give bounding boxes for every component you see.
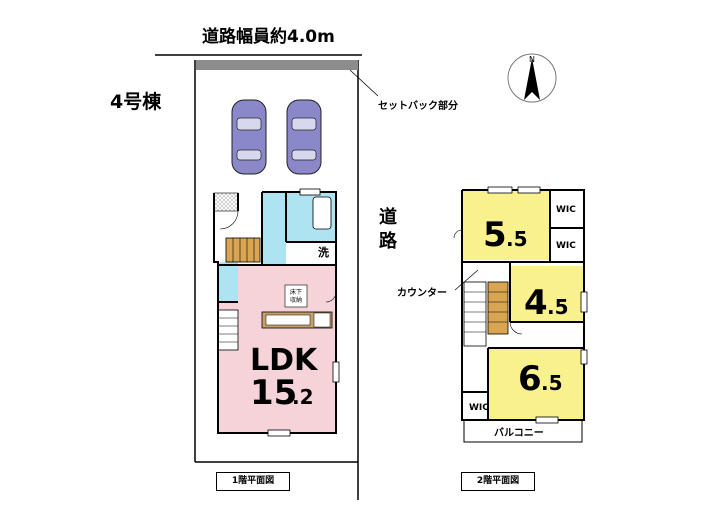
bedroom-5-5-size-main: 5: [483, 215, 507, 255]
underfloor-storage-box: [284, 284, 308, 308]
road-side-char-1: 道: [379, 207, 397, 228]
door-swing: [325, 291, 337, 303]
window: [267, 429, 291, 437]
bedroom-5-5: [462, 190, 550, 260]
road-side-label: 道 路: [378, 206, 398, 254]
ldk-size-main: 15: [250, 373, 297, 413]
window: [332, 361, 340, 383]
car-icon: [231, 99, 267, 175]
kitchen-counter-top: [265, 314, 311, 326]
window: [580, 291, 588, 313]
floor2-caption: 2階平面図: [461, 472, 535, 491]
door-swing: [453, 229, 463, 239]
counter-label: カウンター: [397, 288, 447, 299]
bedroom-6-5-size-main: 6: [518, 359, 542, 399]
north-compass-icon: N: [507, 53, 557, 103]
underfloor-storage-label-2: 収納: [290, 296, 302, 304]
door-swing: [509, 321, 523, 335]
toilet-area: [218, 262, 238, 302]
site-boundary: [155, 54, 362, 500]
door-swing: [219, 210, 239, 230]
floor1-caption: 1階平面図: [216, 472, 290, 491]
compass-letter: N: [529, 55, 535, 64]
setback-label: セットバック部分: [378, 101, 458, 112]
window: [299, 188, 321, 196]
ldk-name-label: LDK: [250, 343, 319, 378]
setback-strip: [196, 60, 358, 70]
balcony-label: バルコニー: [494, 427, 544, 439]
window: [580, 349, 588, 365]
counter-leader-line: [454, 269, 479, 291]
stairs-lower: [217, 309, 239, 351]
bedroom-4-5: [510, 266, 584, 322]
window: [517, 186, 541, 194]
wic-label: WIC: [469, 403, 489, 413]
bathtub: [312, 196, 332, 230]
car-icon: [286, 99, 322, 175]
ldk-size-decimal: .2: [292, 385, 314, 409]
underfloor-storage-label-1: 床下: [290, 288, 302, 296]
stairs-2f-lower: [463, 281, 487, 347]
stove: [313, 312, 331, 328]
wic-label: WIC: [556, 241, 576, 251]
bedroom-6-5: [488, 348, 584, 420]
stairs-2f: [487, 281, 509, 335]
building-number-label: 4号棟: [110, 91, 162, 113]
setback-leader-line: [349, 69, 379, 97]
bedroom-4-5-size-main: 4: [524, 283, 548, 323]
window: [487, 186, 513, 194]
stairs: [225, 237, 261, 263]
road-width-label: 道路幅員約4.0m: [202, 27, 335, 47]
floor2-plan: [453, 186, 588, 443]
road-side-char-2: 路: [379, 231, 397, 252]
bedroom-6-5-size-decimal: .5: [541, 371, 563, 395]
bedroom-5-5-size-decimal: .5: [506, 227, 528, 251]
bedroom-4-5-size-decimal: .5: [547, 295, 569, 319]
washroom-label: 洗: [318, 245, 329, 259]
window: [535, 416, 559, 424]
floor1-plan: [213, 188, 340, 437]
entrance-porch: [213, 192, 239, 212]
wic-label: WIC: [556, 205, 576, 215]
washroom-area: [262, 192, 286, 266]
